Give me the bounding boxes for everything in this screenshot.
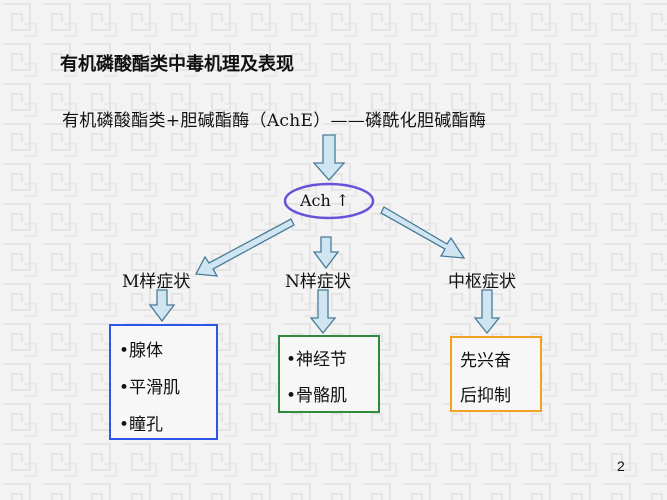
list-item: •神经节 <box>286 350 348 370</box>
ach-node-label: Ach ↑ <box>300 191 350 210</box>
n-symptoms-box: •神经节 •骨骼肌 <box>278 335 380 413</box>
page-number: 2 <box>617 458 625 474</box>
arrow-to-m <box>194 218 295 277</box>
n-symptoms-label: N样症状 <box>285 272 351 292</box>
arrow-c-box <box>473 289 501 335</box>
list-item: •瞳孔 <box>119 415 164 435</box>
arrow-to-n <box>312 236 340 270</box>
list-item: •腺体 <box>119 341 164 361</box>
m-symptoms-label: M样症状 <box>122 272 191 292</box>
m-symptoms-box: •腺体 •平滑肌 •瞳孔 <box>109 324 218 440</box>
list-item: 先兴奋 <box>460 351 511 371</box>
list-item: •平滑肌 <box>119 378 181 398</box>
arrow-m-box <box>148 289 176 323</box>
central-symptoms-label: 中枢症状 <box>448 272 516 292</box>
arrow-n-box <box>309 289 337 335</box>
list-item: •骨骼肌 <box>286 386 348 406</box>
list-item: 后抑制 <box>460 386 511 406</box>
ach-ellipse <box>283 182 375 220</box>
reaction-equation: 有机磷酸酯类+胆碱酯酶（AchE）——磷酰化胆碱酯酶 <box>62 111 487 131</box>
slide-title: 有机磷酸酯类中毒机理及表现 <box>60 54 294 75</box>
arrow-down-main <box>312 134 346 181</box>
central-symptoms-box: 先兴奋 后抑制 <box>450 336 542 412</box>
arrow-to-central <box>380 206 466 259</box>
